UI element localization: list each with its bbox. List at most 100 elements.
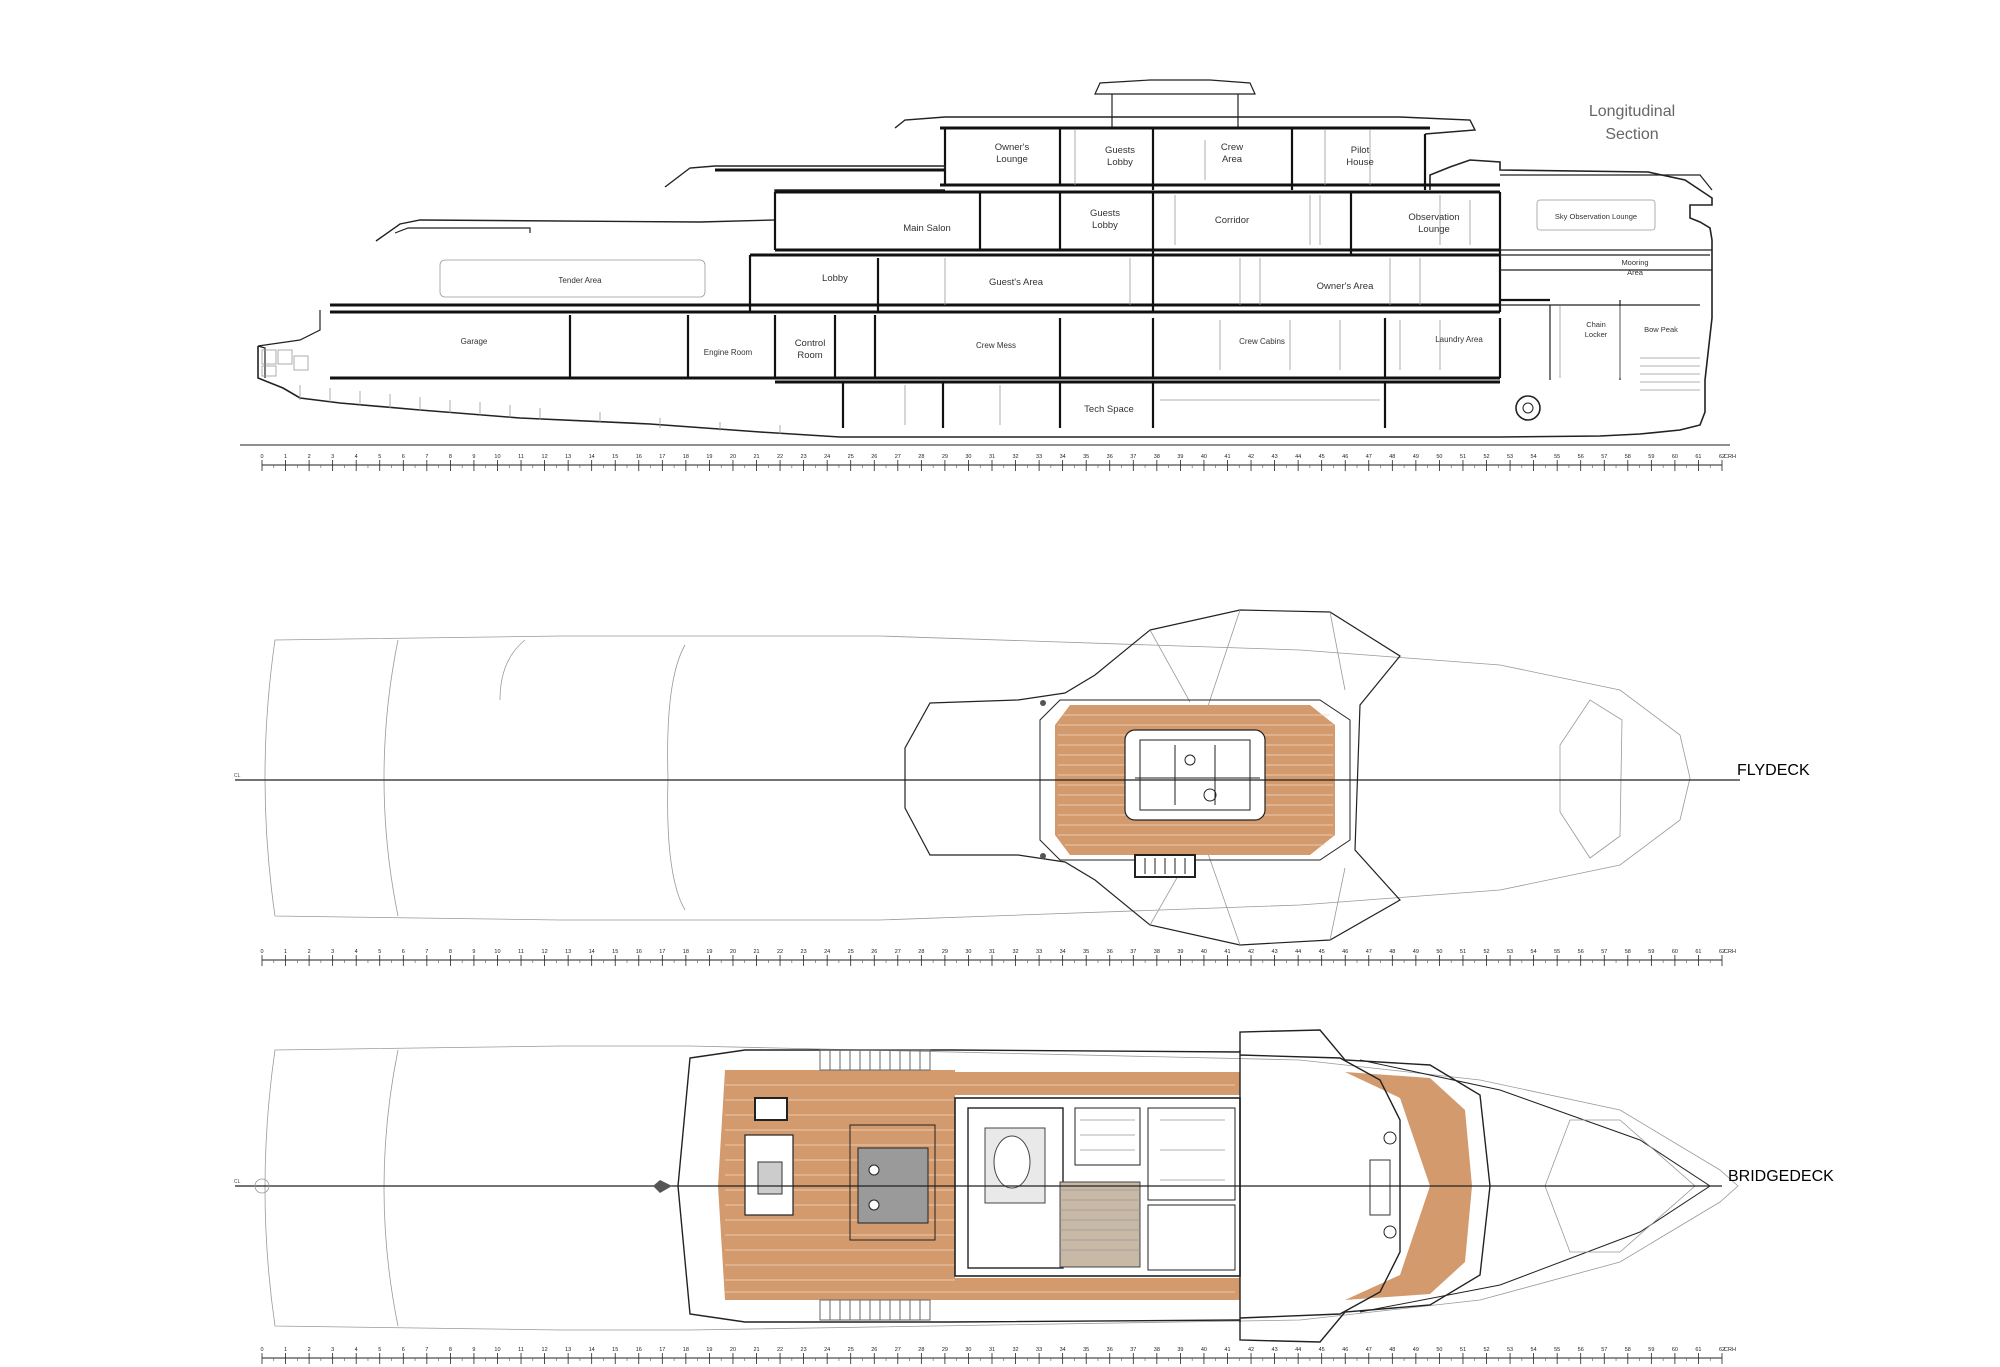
- ruler-tick-label: 21: [753, 1347, 759, 1353]
- ruler-tick-label: 62: [1719, 949, 1725, 955]
- flydeck-label: FLYDECK: [1737, 762, 1810, 779]
- section-title-line2: Section: [1605, 126, 1658, 143]
- bridgedeck-hull-outline: [264, 1045, 1739, 1331]
- ruler-tick-label: 35: [1083, 949, 1089, 955]
- ruler-tick-label: 30: [965, 454, 971, 460]
- ruler-tick-label: 17: [659, 949, 665, 955]
- ruler-tick-label: 44: [1295, 454, 1301, 460]
- svg-text:Area: Area: [1222, 154, 1243, 165]
- sky-dome: [1094, 79, 1256, 128]
- bridgedeck-cl-label: CL: [234, 1179, 241, 1185]
- ruler-tick-label: 5: [378, 1347, 381, 1353]
- ruler-tick-label: 26: [871, 454, 877, 460]
- ruler-tick-label: 23: [801, 454, 807, 460]
- hull-profile: [257, 159, 1713, 438]
- ruler-tick-label: 18: [683, 1347, 689, 1353]
- svg-text:Lobby: Lobby: [1107, 157, 1133, 168]
- ruler-tick-label: 1: [284, 949, 287, 955]
- svg-text:Locker: Locker: [1585, 330, 1608, 339]
- ruler-tick-label: 30: [965, 949, 971, 955]
- room-observation-lounge: Observation: [1408, 212, 1459, 223]
- svg-text:Area: Area: [1627, 268, 1644, 277]
- ruler-tick-label: 56: [1578, 949, 1584, 955]
- ruler-tick-label: 29: [942, 949, 948, 955]
- ruler-tick-label: 13: [565, 454, 571, 460]
- ruler-tick-label: 0: [260, 1347, 263, 1353]
- ruler-tick-label: 44: [1295, 1347, 1301, 1353]
- ruler-tick-label: 12: [542, 1347, 548, 1353]
- ruler-tick-label: 39: [1177, 454, 1183, 460]
- ruler-tick-label: 38: [1154, 454, 1160, 460]
- ruler-tick-label: 6: [402, 949, 405, 955]
- ruler-tick-label: 47: [1366, 454, 1372, 460]
- ruler-tick-label: 51: [1460, 1347, 1466, 1353]
- ruler-tick-label: 22: [777, 454, 783, 460]
- ruler-tick-label: 38: [1154, 1347, 1160, 1353]
- ruler-tick-label: 53: [1507, 949, 1513, 955]
- ruler-tick-label: 5: [378, 949, 381, 955]
- ruler-tick-label: 54: [1531, 454, 1537, 460]
- ruler-tick-label: 24: [824, 949, 830, 955]
- room-mooring-area: Mooring: [1621, 258, 1648, 267]
- ruler-tick-label: 57: [1601, 949, 1607, 955]
- room-garage: Garage: [461, 337, 488, 346]
- ruler-tick-label: 40: [1201, 454, 1207, 460]
- ruler-tick-label: 49: [1413, 949, 1419, 955]
- ruler-tick-label: 36: [1107, 949, 1113, 955]
- ruler-tick-label: 21: [753, 949, 759, 955]
- ruler-tick-label: 28: [918, 949, 924, 955]
- ruler-tick-label: 17: [659, 454, 665, 460]
- ruler-tick-label: 53: [1507, 454, 1513, 460]
- ruler-tick-label: 6: [402, 1347, 405, 1353]
- room-chain-locker: Chain: [1586, 320, 1606, 329]
- room-owners-area: Owner's Area: [1317, 281, 1374, 292]
- ruler-tick-label: 2: [308, 454, 311, 460]
- ruler-tick-label: 56: [1578, 1347, 1584, 1353]
- ruler-tick-label: 50: [1436, 949, 1442, 955]
- svg-text:Room: Room: [797, 350, 822, 361]
- ruler-tick-label: 54: [1531, 1347, 1537, 1353]
- ruler-tick-label: 13: [565, 949, 571, 955]
- section-title-line1: Longitudinal: [1589, 103, 1675, 120]
- ruler-tick-label: 60: [1672, 1347, 1678, 1353]
- ruler-tick-label: 8: [449, 454, 452, 460]
- ruler-tick-label: 50: [1436, 454, 1442, 460]
- ruler-tick-label: 2: [308, 949, 311, 955]
- ruler-tick-label: 26: [871, 949, 877, 955]
- ruler-tick-label: 58: [1625, 949, 1631, 955]
- ruler-tick-label: 7: [425, 1347, 428, 1353]
- bridgedeck-label: BRIDGEDECK: [1728, 1168, 1834, 1185]
- ruler-tick-label: 55: [1554, 1347, 1560, 1353]
- ruler-tick-label: 48: [1389, 1347, 1395, 1353]
- ruler-tick-label: 46: [1342, 454, 1348, 460]
- ruler-tick-label: 45: [1319, 454, 1325, 460]
- room-corridor: Corridor: [1215, 215, 1249, 226]
- ruler-tick-label: 5: [378, 454, 381, 460]
- ruler-tick-label: 39: [1177, 1347, 1183, 1353]
- ruler-tick-label: 14: [589, 949, 595, 955]
- ruler-tick-label: 28: [918, 1347, 924, 1353]
- ruler-tick-label: 35: [1083, 1347, 1089, 1353]
- ruler-tick-label: 23: [801, 949, 807, 955]
- ruler-tick-label: 62: [1719, 1347, 1725, 1353]
- ruler-tick-label: 46: [1342, 949, 1348, 955]
- ruler-tick-label: 20: [730, 1347, 736, 1353]
- ruler-tick-label: 24: [824, 454, 830, 460]
- room-laundry-area: Laundry Area: [1435, 335, 1483, 344]
- svg-text:House: House: [1346, 157, 1373, 168]
- ruler-tick-label: 10: [494, 454, 500, 460]
- ruler-tick-label: 25: [848, 949, 854, 955]
- svg-text:Lounge: Lounge: [996, 154, 1028, 165]
- ruler-tick-label: 17: [659, 1347, 665, 1353]
- ruler-tick-label: 45: [1319, 1347, 1325, 1353]
- ruler-tick-label: 9: [472, 1347, 475, 1353]
- ruler-tick-label: 52: [1483, 949, 1489, 955]
- ruler-tick-label: 4: [355, 949, 358, 955]
- ruler-tick-label: 10: [494, 1347, 500, 1353]
- room-engine-room: Engine Room: [704, 348, 753, 357]
- ruler-tick-label: 19: [706, 454, 712, 460]
- ruler-tick-label: 7: [425, 454, 428, 460]
- ruler-tick-label: 42: [1248, 949, 1254, 955]
